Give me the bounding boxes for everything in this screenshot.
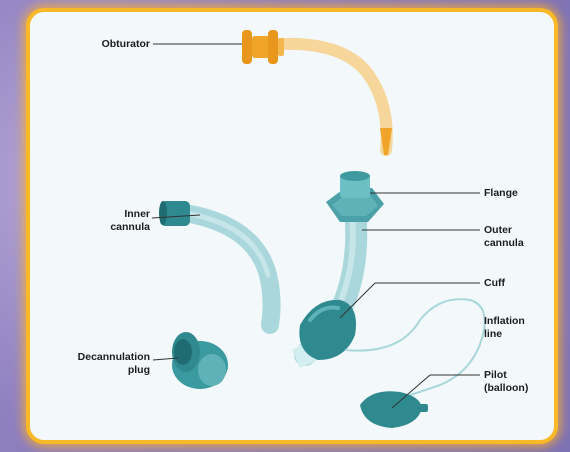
decannulation-plug-label: Decannulation plug <box>40 351 150 377</box>
inflation-line-label-line2: line <box>484 328 525 341</box>
inflation-line-part <box>345 299 485 395</box>
inner-cannula-label-line1: Inner <box>62 208 150 221</box>
obturator-label-text: Obturator <box>60 38 150 51</box>
pilot-label-line1: Pilot <box>484 369 528 382</box>
flange-part <box>326 171 384 222</box>
decannulation-plug-part <box>172 332 228 389</box>
flange-label-text: Flange <box>484 187 518 200</box>
inflation-line-label: Inflation line <box>484 315 525 341</box>
inner-cannula-part <box>159 201 272 325</box>
inflation-line-label-line1: Inflation <box>484 315 525 328</box>
inner-cannula-label-line2: cannula <box>62 221 150 234</box>
cuff-label: Cuff <box>484 277 505 290</box>
outer-cannula-label-line2: cannula <box>484 237 524 250</box>
pilot-label: Pilot (balloon) <box>484 369 528 395</box>
decannulation-plug-label-line1: Decannulation <box>40 351 150 364</box>
inner-cannula-label: Inner cannula <box>62 208 150 234</box>
pilot-balloon-part <box>360 391 428 428</box>
outer-cannula-label-line1: Outer <box>484 224 524 237</box>
cuff-label-text: Cuff <box>484 277 505 290</box>
flange-label: Flange <box>484 187 518 200</box>
outer-cannula-label: Outer cannula <box>484 224 524 250</box>
decannulation-plug-label-line2: plug <box>40 364 150 377</box>
obturator-label: Obturator <box>60 38 150 51</box>
obturator-part <box>242 30 392 155</box>
pilot-label-line2: (balloon) <box>484 382 528 395</box>
